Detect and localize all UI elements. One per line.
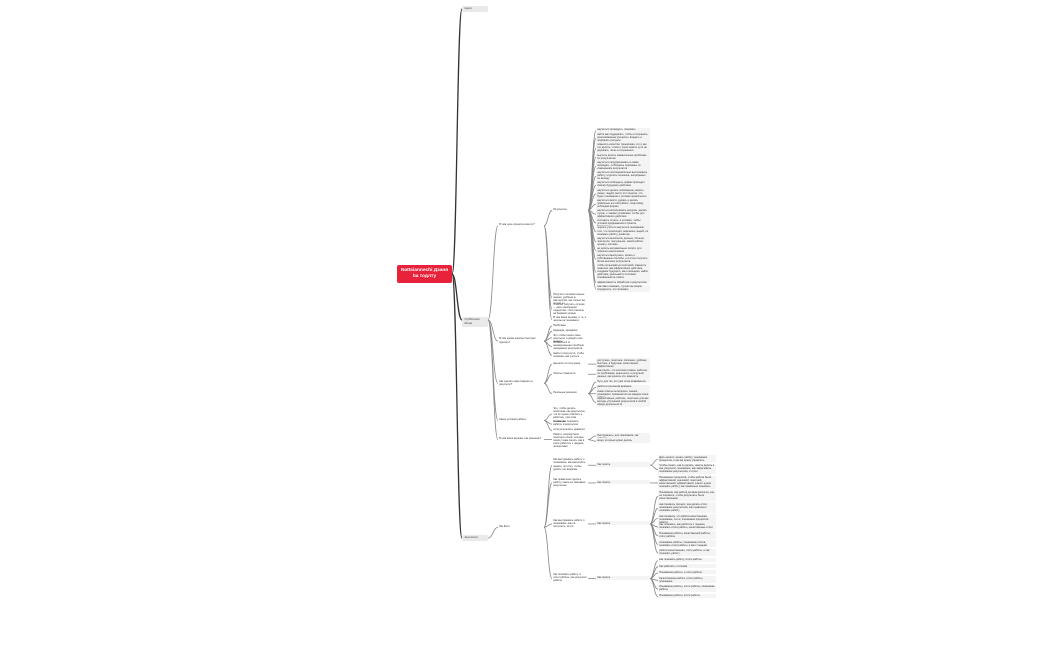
branch-connector bbox=[452, 274, 462, 538]
leaf-topic[interactable]: Как работать с итогами bbox=[658, 564, 716, 568]
leaf-topic[interactable]: Как понять bbox=[596, 576, 650, 580]
leaf-topic[interactable]: понимание работы, понимание итогов, пони… bbox=[658, 540, 716, 547]
main-branch-topic[interactable]: Субботняя Моня bbox=[462, 317, 488, 327]
leaf-topic[interactable]: работа качественная, итоги работы, и как… bbox=[658, 549, 716, 556]
leaf-topic[interactable]: вещи, которые нужно делать bbox=[596, 438, 650, 442]
leaf-topic[interactable]: Как понять bbox=[596, 521, 650, 525]
leaf-topic[interactable]: Качественная работа, итоги работы, поним… bbox=[658, 576, 716, 583]
node-connector bbox=[544, 483, 552, 527]
subtopic[interactable]: Надежда, ожидания bbox=[552, 328, 588, 332]
main-branch-topic[interactable]: Цели bbox=[462, 6, 488, 12]
leaf-topic[interactable]: научиться выполнять дальше, больше, чем … bbox=[596, 236, 650, 246]
node-connector bbox=[544, 465, 552, 527]
leaf-topic[interactable]: Как понимать работу, итоги работы bbox=[658, 558, 716, 562]
subtopic[interactable]: В чем ваши вызовы, как решение? bbox=[498, 437, 544, 441]
subtopic[interactable]: Мы Фото bbox=[498, 525, 544, 529]
node-connector bbox=[650, 465, 658, 469]
leaf-topic[interactable]: эффективность обработки и результатов bbox=[596, 280, 650, 284]
leaf-topic[interactable]: чтобы пользоваться системой, изменить сю… bbox=[596, 263, 650, 280]
subtopic[interactable]: В чем цель проекта клиенту? bbox=[498, 223, 544, 227]
node-connector bbox=[650, 496, 658, 524]
leaf-topic[interactable]: эффективные, рабочие, понятные для вас м… bbox=[596, 397, 650, 407]
subtopic[interactable]: Тезисы сложности bbox=[552, 371, 588, 375]
leaf-topic[interactable]: научиться проводить, понимать bbox=[596, 128, 650, 132]
leaf-topic[interactable]: Как понять bbox=[596, 480, 650, 484]
subtopic[interactable]: Результаты bbox=[552, 208, 588, 212]
leaf-topic[interactable]: как понять, что система сложна, рабочие,… bbox=[596, 368, 650, 378]
subtopic[interactable]: Счастье получить лучшие — дать корпораци… bbox=[552, 302, 588, 316]
node-connector bbox=[544, 414, 552, 420]
leaf-topic[interactable]: Чтобы понять, как их делать, начать дела… bbox=[658, 464, 716, 474]
subtopic[interactable]: В чем кроме конечно быстрая сделать? bbox=[498, 337, 544, 344]
leaf-topic[interactable]: научиться использовать ресурсы, делать л… bbox=[596, 208, 650, 218]
node-connector bbox=[650, 579, 658, 597]
subtopic[interactable]: Найти точки роста, чтобы понимать как уч… bbox=[552, 351, 588, 358]
leaf-topic[interactable]: доступнее, понятнее, полезнее, удобнее, … bbox=[596, 358, 650, 368]
subtopic[interactable]: Как сделать вам поверить в результат? bbox=[498, 379, 544, 386]
node-connector bbox=[488, 226, 498, 320]
leaf-topic[interactable]: Понимание работы, итоги работы, понимани… bbox=[658, 585, 716, 592]
branch-connector bbox=[452, 9, 462, 274]
leaf-topic[interactable]: найти как поддержать, чтобы и сохранять … bbox=[596, 132, 650, 142]
leaf-topic[interactable]: Как понять bbox=[596, 462, 650, 466]
subtopic[interactable]: Проблемы bbox=[552, 323, 588, 327]
leaf-topic[interactable]: научиться вести, думать и делать правиль… bbox=[596, 198, 650, 208]
leaf-topic[interactable]: Понимание работы, качественной работы, и… bbox=[658, 531, 716, 538]
subtopic[interactable]: Избавиться от неразрешенных проблем, ожи… bbox=[552, 341, 588, 351]
subtopic[interactable]: Реальные решения bbox=[552, 391, 588, 395]
node-connector bbox=[588, 436, 596, 440]
root-topic[interactable]: Nattsiannechi Дзаня ba тодлту bbox=[397, 265, 452, 283]
node-connector bbox=[544, 338, 552, 341]
subtopic[interactable]: Работа, посредством понятных основ, кото… bbox=[552, 432, 588, 449]
leaf-topic[interactable]: научиться соблюдать график прихода к сво… bbox=[596, 181, 650, 188]
node-connector bbox=[544, 364, 552, 383]
subtopic[interactable]: в этом, как понимать, работа, в результа… bbox=[552, 420, 588, 427]
node-connector bbox=[544, 326, 552, 341]
leaf-topic[interactable]: Понимание процессов, чтобы работа была э… bbox=[658, 476, 716, 490]
node-connector bbox=[544, 210, 552, 225]
node-connector bbox=[650, 459, 658, 465]
subtopic[interactable]: Как выстраивать работу и понимание, как … bbox=[552, 518, 588, 528]
node-connector bbox=[544, 527, 552, 578]
node-connector bbox=[544, 383, 552, 393]
leaf-topic[interactable]: работа в реальном времени bbox=[596, 385, 650, 389]
subtopic[interactable]: В чем ваши вызовы, и то, о чем вы не пон… bbox=[552, 315, 588, 322]
leaf-topic[interactable]: Понимание работы, и итоги работы bbox=[658, 570, 716, 574]
leaf-topic[interactable]: Путь для тех, кто уже готов развиваться bbox=[596, 379, 650, 383]
subtopic[interactable]: Как правильно сделать работу, какие ее з… bbox=[552, 477, 588, 487]
node-connector bbox=[488, 320, 498, 420]
node-connector bbox=[588, 393, 596, 402]
leaf-topic[interactable]: повысить качество тренировки, что и как … bbox=[596, 143, 650, 153]
node-connector bbox=[488, 527, 498, 538]
node-connector bbox=[588, 440, 596, 442]
node-connector bbox=[650, 524, 658, 553]
subtopic[interactable]: Как выстраивать работу и понимание, как … bbox=[552, 458, 588, 472]
leaf-topic[interactable]: не делать неправильных затрат, для хорош… bbox=[596, 246, 650, 253]
leaf-topic[interactable]: Как понимать, как работать с людьми, пон… bbox=[658, 523, 716, 530]
main-branch-topic[interactable]: Аналогия bbox=[462, 535, 488, 541]
leaf-topic[interactable]: Понимание, как работа должна делаться, к… bbox=[658, 490, 716, 500]
leaf-topic[interactable]: как понимать процесс, как делать итоги, … bbox=[658, 502, 716, 512]
leaf-topic[interactable]: научиться предпринимать в лавке, проводи… bbox=[596, 160, 650, 170]
leaf-topic[interactable]: как сами понимать, лучше как можно опред… bbox=[596, 285, 650, 292]
leaf-topic[interactable]: научиться последовательно выстраивать ра… bbox=[596, 170, 650, 180]
subtopic[interactable]: Ценность в получении bbox=[552, 361, 588, 365]
leaf-topic[interactable]: Дать начало, начать работу, понимание пр… bbox=[658, 455, 716, 462]
subtopic[interactable]: Как понимать работу, и итоги работы, как… bbox=[552, 573, 588, 583]
leaf-topic[interactable]: Понимание работы, итоги работы bbox=[658, 594, 716, 598]
subtopic[interactable]: Какие условия работы bbox=[498, 418, 544, 422]
